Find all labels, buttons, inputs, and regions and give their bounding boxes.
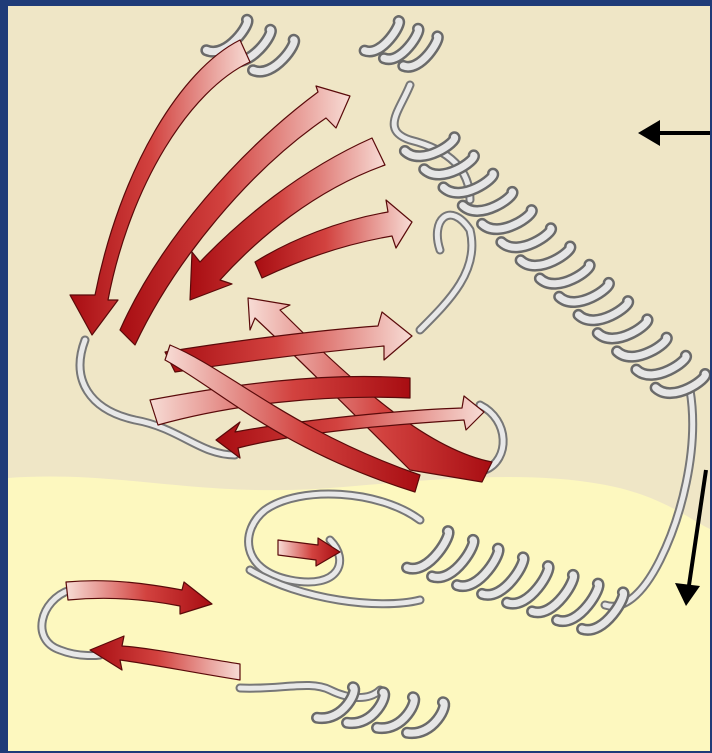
protein-ribbon-diagram — [8, 6, 710, 751]
lower-domain-background — [8, 477, 710, 751]
diagram-panel — [8, 6, 710, 751]
